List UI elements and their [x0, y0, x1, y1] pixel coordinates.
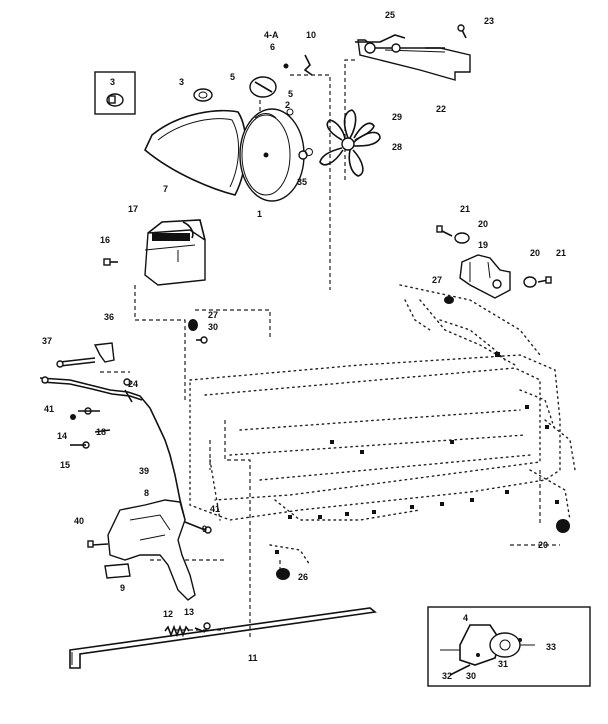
linkage-rods — [39, 342, 186, 521]
callout-31: 31 — [498, 659, 508, 669]
inset-box-4 — [427, 606, 591, 687]
callout-19: 19 — [478, 240, 488, 250]
callout-2: 2 — [285, 100, 290, 110]
callout-26: 26 — [298, 572, 308, 582]
callout-29: 29 — [392, 112, 402, 122]
motor-box — [103, 219, 206, 286]
fan-28 — [305, 109, 381, 177]
callout-20-b: 20 — [530, 248, 540, 258]
callout-11: 11 — [248, 653, 258, 663]
callout-24: 24 — [128, 379, 138, 389]
callout-9-b: 9 — [120, 583, 125, 593]
callout-4-inset: 4 — [463, 613, 468, 623]
callout-3-box: 3 — [110, 77, 115, 87]
callout-28: 28 — [392, 142, 402, 152]
callout-27-a: 27 — [432, 275, 442, 285]
callout-16: 16 — [100, 235, 110, 245]
callout-30-inset: 30 — [466, 671, 476, 681]
callout-37: 37 — [42, 336, 52, 346]
callout-9-a: 9 — [202, 524, 207, 534]
callout-7: 7 — [163, 184, 168, 194]
callout-12: 12 — [163, 609, 173, 619]
callout-5-b: 5 — [288, 89, 293, 99]
lower-bracket-8 — [87, 499, 212, 601]
parts-27-30-center — [188, 319, 208, 344]
callout-40: 40 — [74, 516, 84, 526]
chassis-frame — [189, 284, 576, 566]
pulley-assembly — [144, 54, 313, 202]
callout-32: 32 — [442, 671, 452, 681]
callout-10-top: 10 — [306, 30, 316, 40]
spring-and-rod — [69, 607, 377, 669]
motor-mount-19 — [436, 225, 552, 304]
callout-8: 8 — [144, 488, 149, 498]
callout-15: 15 — [60, 460, 70, 470]
callout-20-a: 20 — [478, 219, 488, 229]
leader-lines — [100, 59, 560, 640]
callout-21-a: 21 — [460, 204, 470, 214]
bracket-22 — [355, 24, 471, 81]
callout-6: 6 — [270, 42, 275, 52]
callout-23: 23 — [484, 16, 494, 26]
small-parts-26-20 — [276, 519, 570, 580]
callout-35: 35 — [297, 177, 307, 187]
callout-21-b: 21 — [556, 248, 566, 258]
callout-30-a: 30 — [208, 322, 218, 332]
callout-4a: 4-A — [264, 30, 279, 40]
callout-20-c: 20 — [538, 540, 548, 550]
callout-3: 3 — [179, 77, 184, 87]
callout-41-b: 41 — [210, 504, 220, 514]
callout-25: 25 — [385, 10, 395, 20]
callout-13: 13 — [184, 607, 194, 617]
inset-box-3 — [94, 71, 136, 115]
callout-36: 36 — [104, 312, 114, 322]
callout-5-a: 5 — [230, 72, 235, 82]
callout-41-a: 41 — [44, 404, 54, 414]
callout-33: 33 — [546, 642, 556, 652]
callout-labels: 4-A 6 10 25 23 3 3 5 5 2 22 29 28 7 35 1… — [42, 10, 566, 681]
callout-14: 14 — [57, 431, 67, 441]
callout-1: 1 — [257, 209, 262, 219]
callout-17: 17 — [128, 204, 138, 214]
callout-27-b: 27 — [208, 310, 218, 320]
callout-18: 18 — [96, 427, 106, 437]
callout-22: 22 — [436, 104, 446, 114]
callout-39: 39 — [139, 466, 149, 476]
